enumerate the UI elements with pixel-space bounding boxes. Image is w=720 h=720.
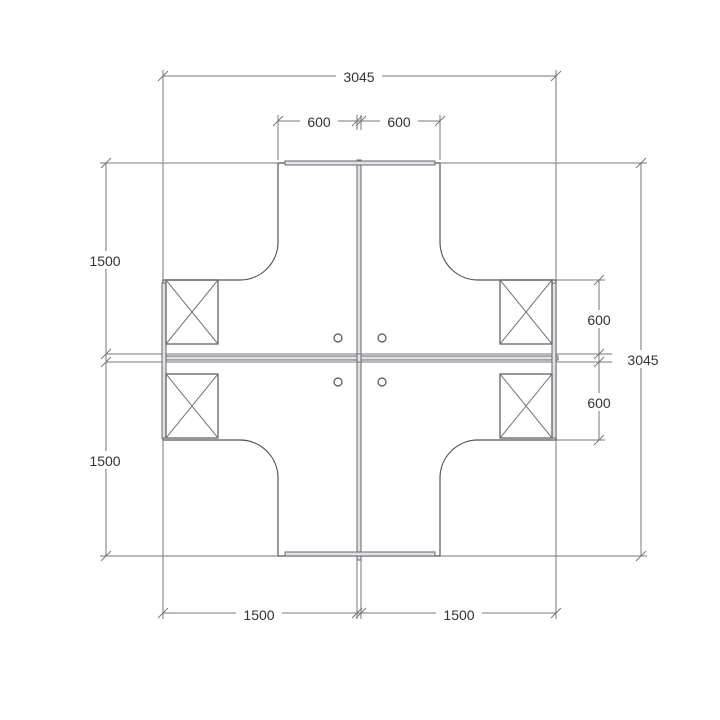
dimension-overall-depth: 3045 — [556, 157, 666, 562]
outline-extension-lines — [162, 162, 557, 557]
cabinet-bottom-left — [165, 373, 219, 439]
dim-overall-depth-label: 3045 — [627, 352, 658, 368]
dim-top-left-segment-label: 600 — [307, 114, 331, 130]
grommet-bottom-left — [333, 377, 343, 387]
dim-bottom-left-label: 1500 — [243, 607, 274, 623]
dim-left-upper-label: 1500 — [89, 253, 120, 269]
top-screen-panel — [284, 160, 436, 166]
center-partitions — [106, 159, 612, 561]
cabinet-bottom-right — [499, 373, 553, 439]
dim-right-lower-label: 600 — [587, 395, 611, 411]
dimension-right-segments: 600 600 — [556, 274, 618, 446]
dim-left-lower-label: 1500 — [89, 453, 120, 469]
right-end-panel — [551, 282, 557, 439]
dimension-top-segments: 600 600 — [272, 112, 446, 160]
grommet-bottom-right — [377, 377, 387, 387]
dimension-overall-width: 3045 — [157, 67, 562, 162]
vertical-partition — [356, 159, 362, 561]
grommet-top-left — [333, 333, 343, 343]
dim-bottom-right-label: 1500 — [443, 607, 474, 623]
cabinet-top-left — [165, 279, 219, 345]
dim-top-right-segment-label: 600 — [387, 114, 411, 130]
dim-right-upper-label: 600 — [587, 312, 611, 328]
grommet-top-right — [377, 333, 387, 343]
dimension-bottom: 1500 1500 — [157, 556, 562, 623]
left-end-panel — [161, 282, 167, 439]
bottom-screen-panel — [284, 551, 436, 557]
dim-overall-width-label: 3045 — [343, 69, 374, 85]
cabinet-top-right — [499, 279, 553, 345]
dimension-left: 1500 1500 — [82, 157, 163, 562]
